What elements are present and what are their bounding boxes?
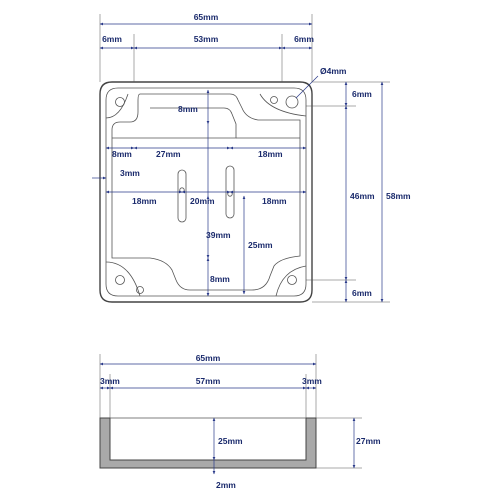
label-side-width: 65mm bbox=[196, 353, 221, 363]
label-rib-bottom: 8mm bbox=[210, 274, 230, 284]
label-right-bottom: 6mm bbox=[352, 288, 372, 298]
boss-br bbox=[275, 265, 307, 297]
side-section bbox=[99, 417, 317, 469]
label-hole-dia: Ø4mm bbox=[320, 66, 347, 76]
label-v-39: 39mm bbox=[206, 230, 231, 240]
top-view: 65mm 6mm 53mm 6mm Ø4mm 58mm 6mm 46mm 6mm… bbox=[92, 12, 411, 303]
screw-hole-bl2 bbox=[136, 286, 144, 294]
boss-bl bbox=[105, 261, 141, 297]
label-right-total: 58mm bbox=[386, 191, 411, 201]
label-side-right: 3mm bbox=[302, 376, 322, 386]
label-top-right-margin: 6mm bbox=[294, 34, 314, 44]
label-right-top: 6mm bbox=[352, 89, 372, 99]
label-top-inner: 53mm bbox=[194, 34, 219, 44]
label-v-25: 25mm bbox=[248, 240, 273, 250]
label-mid-27: 27mm bbox=[156, 149, 181, 159]
label-side-left: 3mm bbox=[100, 376, 120, 386]
boss-tr bbox=[259, 93, 307, 117]
label-top-width: 65mm bbox=[194, 12, 219, 22]
label-side-inner: 57mm bbox=[196, 376, 221, 386]
boss-tl bbox=[105, 93, 129, 119]
inner-lip bbox=[105, 87, 307, 297]
slot-left bbox=[177, 169, 187, 223]
label-center-20: 20mm bbox=[190, 196, 215, 206]
screw-hole-bl bbox=[115, 275, 125, 285]
enclosure-outline bbox=[99, 81, 313, 303]
slot-left-hole bbox=[179, 187, 185, 193]
label-side-depth: 25mm bbox=[218, 436, 243, 446]
slot-right-hole bbox=[227, 191, 233, 197]
label-side-floor: 2mm bbox=[216, 480, 236, 490]
label-top-left-margin: 6mm bbox=[102, 34, 122, 44]
label-rib-top: 8mm bbox=[178, 104, 198, 114]
interior-floor bbox=[111, 93, 301, 291]
label-left-18: 18mm bbox=[132, 196, 157, 206]
screw-hole-tr bbox=[285, 95, 299, 109]
leader-hole bbox=[295, 75, 319, 99]
label-left-8: 8mm bbox=[112, 149, 132, 159]
label-side-height: 27mm bbox=[356, 436, 381, 446]
label-right-mid: 46mm bbox=[350, 191, 375, 201]
label-right-18: 18mm bbox=[258, 149, 283, 159]
label-slot-3: 3mm bbox=[120, 168, 140, 178]
screw-hole-br bbox=[287, 275, 297, 285]
side-view: 65mm 3mm 57mm 3mm 25mm 2mm 27mm bbox=[99, 353, 381, 490]
screw-hole-tr2 bbox=[270, 96, 278, 104]
top-rib bbox=[112, 107, 237, 139]
label-right-18b: 18mm bbox=[262, 196, 287, 206]
